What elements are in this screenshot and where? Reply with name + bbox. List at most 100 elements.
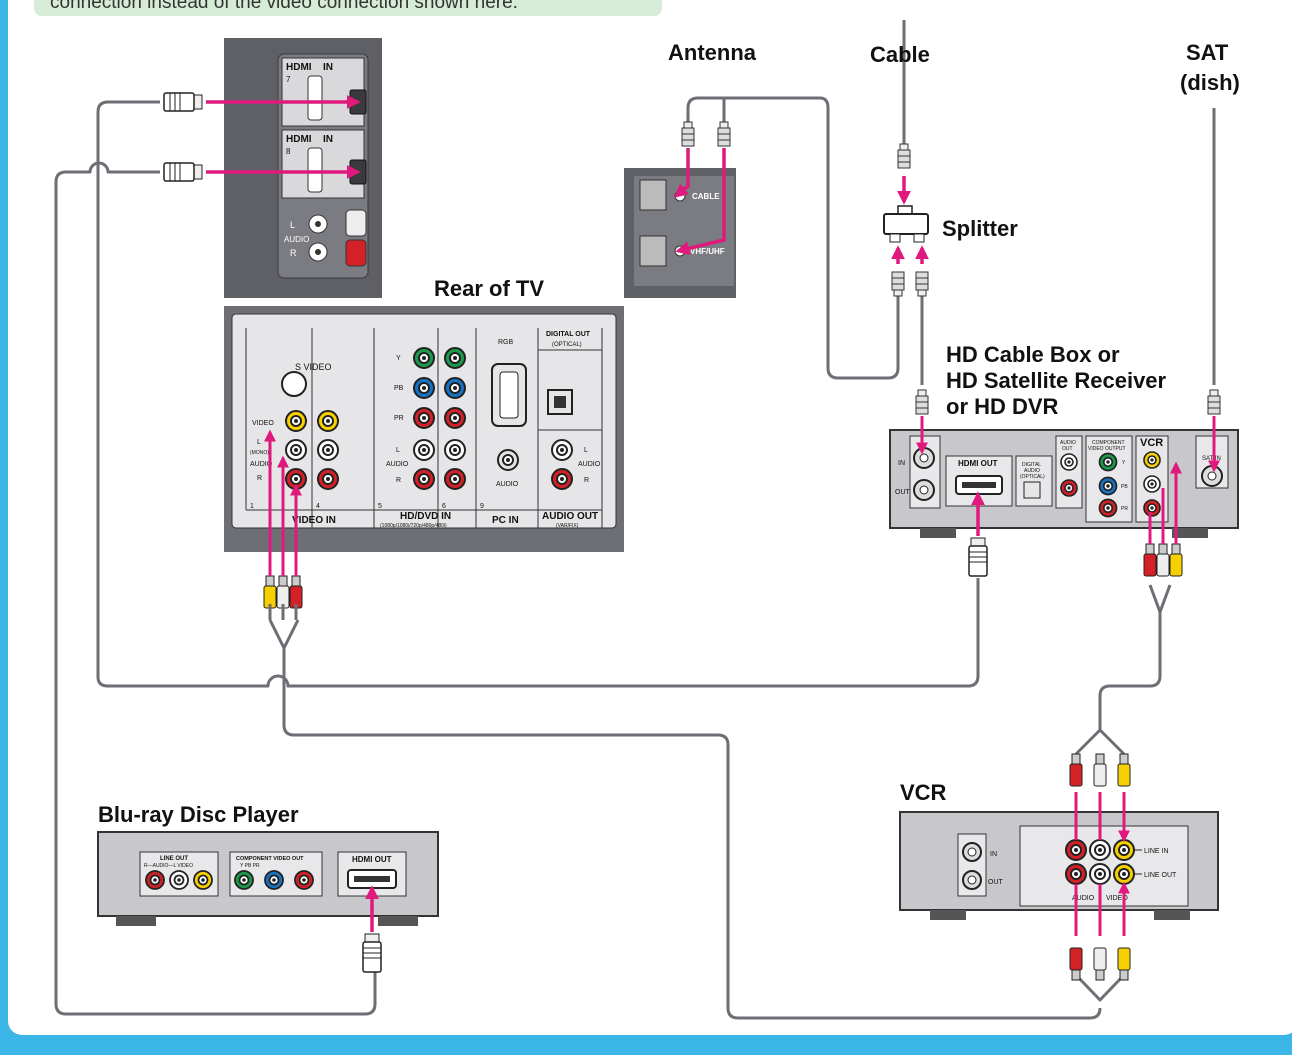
component-audio-l-jack-2[interactable] xyxy=(444,439,466,461)
composite-plug-video xyxy=(263,575,277,609)
component-y-jack[interactable] xyxy=(413,347,435,369)
tv-rear-panel: S VIDEO VIDEO L (MONO) AUDIO R 1 4 VIDEO… xyxy=(224,306,624,552)
coax-plug-sat xyxy=(1207,389,1221,415)
rear-of-tv-label: Rear of TV xyxy=(434,276,544,301)
vcr-line-out-audio-r-jack[interactable] xyxy=(1065,863,1087,885)
svg-text:7: 7 xyxy=(286,75,291,84)
svg-text:R: R xyxy=(290,248,297,258)
svg-text:8: 8 xyxy=(286,147,291,156)
svg-text:IN: IN xyxy=(323,62,333,73)
s-video-jack[interactable] xyxy=(281,371,307,397)
svg-text:R: R xyxy=(584,477,589,484)
box-component-y-jack[interactable] xyxy=(1098,452,1118,472)
svg-text:S VIDEO: S VIDEO xyxy=(295,362,332,372)
box-optical-port[interactable] xyxy=(1023,481,1041,499)
hdmi-port-7[interactable] xyxy=(307,75,323,121)
vcr-out-plug-red xyxy=(1069,947,1083,981)
svg-text:R—AUDIO—L VIDEO: R—AUDIO—L VIDEO xyxy=(144,863,193,869)
svg-text:AUDIO: AUDIO xyxy=(386,461,409,468)
splitter-label: Splitter xyxy=(942,216,1018,241)
component-pr-jack[interactable] xyxy=(413,407,435,429)
box-vcr-video-jack[interactable] xyxy=(1143,451,1161,469)
component-pb-jack[interactable] xyxy=(413,377,435,399)
svg-text:R: R xyxy=(396,477,401,484)
box-component-pb-jack[interactable] xyxy=(1098,476,1118,496)
svg-text:PR: PR xyxy=(394,415,404,422)
svg-text:Y: Y xyxy=(1122,460,1126,466)
hdmi-logo-8: HDMI xyxy=(286,134,312,145)
svg-text:AUDIO: AUDIO xyxy=(496,481,519,488)
component-audio-l-jack[interactable] xyxy=(413,439,435,461)
box-vcr-audio-l-jack[interactable] xyxy=(1143,475,1161,493)
audio-out-l-jack[interactable] xyxy=(551,439,573,461)
component-audio-r-jack[interactable] xyxy=(413,468,435,490)
svg-text:5: 5 xyxy=(378,503,382,510)
coax-plug-box-in xyxy=(915,389,929,415)
box-label-1: HD Cable Box or xyxy=(946,342,1120,367)
svg-text:9: 9 xyxy=(480,503,484,510)
box-hdmi-out-label: HDMI OUT xyxy=(958,459,998,468)
audio-l-jack-2[interactable] xyxy=(317,439,339,461)
composite-plug-audio-r xyxy=(289,575,303,609)
hdmi-logo-7: HDMI xyxy=(286,62,312,73)
vcr-line-in-audio-r-jack[interactable] xyxy=(1065,839,1087,861)
bluray-component-y-jack[interactable] xyxy=(234,870,254,890)
audio-out-r-jack[interactable] xyxy=(551,468,573,490)
pc-audio-jack[interactable] xyxy=(497,449,519,471)
pc-in-label: PC IN xyxy=(492,515,519,526)
svg-text:1: 1 xyxy=(250,503,254,510)
svg-text:IN: IN xyxy=(990,851,997,858)
component-y-jack-2[interactable] xyxy=(444,347,466,369)
bluray-component-pb-jack[interactable] xyxy=(264,870,284,890)
vcr-label: VCR xyxy=(900,780,947,805)
note-text: connection instead of the video connecti… xyxy=(50,0,518,13)
cable-wires xyxy=(54,20,1216,1020)
hd-cable-box: IN OUT HDMI OUT DIGITAL AUDIO (OPTICAL) … xyxy=(889,429,1239,538)
component-pr-jack-2[interactable] xyxy=(444,407,466,429)
bluray-component-pr-jack[interactable] xyxy=(294,870,314,890)
svg-text:AUDIO: AUDIO xyxy=(578,461,601,468)
svg-text:AUDIO: AUDIO xyxy=(1060,440,1076,446)
bluray-audio-r-jack[interactable] xyxy=(145,870,165,890)
box-plug-white xyxy=(1156,543,1170,577)
svg-text:AUDIO: AUDIO xyxy=(1024,468,1040,474)
arrows-box-vcr-out xyxy=(1148,464,1176,544)
box-audio-l-jack[interactable] xyxy=(1060,453,1078,471)
box-plug-red xyxy=(1143,543,1157,577)
video-in-jack[interactable] xyxy=(285,410,307,432)
hdmi-plug-bluray xyxy=(362,933,382,973)
component-audio-r-jack-2[interactable] xyxy=(444,468,466,490)
vcr-out-plug-yellow xyxy=(1117,947,1131,981)
svg-text:L: L xyxy=(257,439,261,446)
video-in-jack-2[interactable] xyxy=(317,410,339,432)
svg-text:AUDIO: AUDIO xyxy=(1072,895,1095,902)
coax-plug-split2 xyxy=(915,271,929,297)
svg-text:VIDEO: VIDEO xyxy=(1106,895,1128,902)
vcr-line-in-audio-l-jack[interactable] xyxy=(1089,839,1111,861)
bluray-audio-l-jack[interactable] xyxy=(169,870,189,890)
bluray-video-jack[interactable] xyxy=(193,870,213,890)
cable-jack-label: CABLE xyxy=(692,192,720,201)
hdmi-port-8[interactable] xyxy=(307,147,323,193)
svg-text:COMPONENT: COMPONENT xyxy=(1092,440,1125,446)
vcr-line-out-audio-l-jack[interactable] xyxy=(1089,863,1111,885)
vcr-device: IN OUT LINE IN LINE OUT AUDIO VIDEO xyxy=(899,811,1219,920)
box-component-pr-jack[interactable] xyxy=(1098,498,1118,518)
vcr-line-out-video-jack[interactable] xyxy=(1113,863,1135,885)
box-vcr-audio-r-jack[interactable] xyxy=(1143,499,1161,517)
svg-text:(1080p/1080i/720p/480p/480i): (1080p/1080i/720p/480p/480i) xyxy=(380,523,447,529)
svg-text:DIGITAL: DIGITAL xyxy=(1022,462,1041,468)
component-pb-jack-2[interactable] xyxy=(444,377,466,399)
svg-text:LINE OUT: LINE OUT xyxy=(160,856,188,862)
vcr-out-plug-white xyxy=(1093,947,1107,981)
svg-text:OUT: OUT xyxy=(1062,446,1073,452)
svg-text:PR: PR xyxy=(1121,506,1128,512)
box-audio-r-jack[interactable] xyxy=(1060,479,1078,497)
svg-text:IN: IN xyxy=(898,460,905,467)
audio-l-jack[interactable] xyxy=(285,439,307,461)
vcr-in-plug-yellow xyxy=(1117,753,1131,787)
svg-text:(MONO): (MONO) xyxy=(250,450,269,456)
vcr-line-in-video-jack[interactable] xyxy=(1113,839,1135,861)
audio-r-jack-2[interactable] xyxy=(317,468,339,490)
